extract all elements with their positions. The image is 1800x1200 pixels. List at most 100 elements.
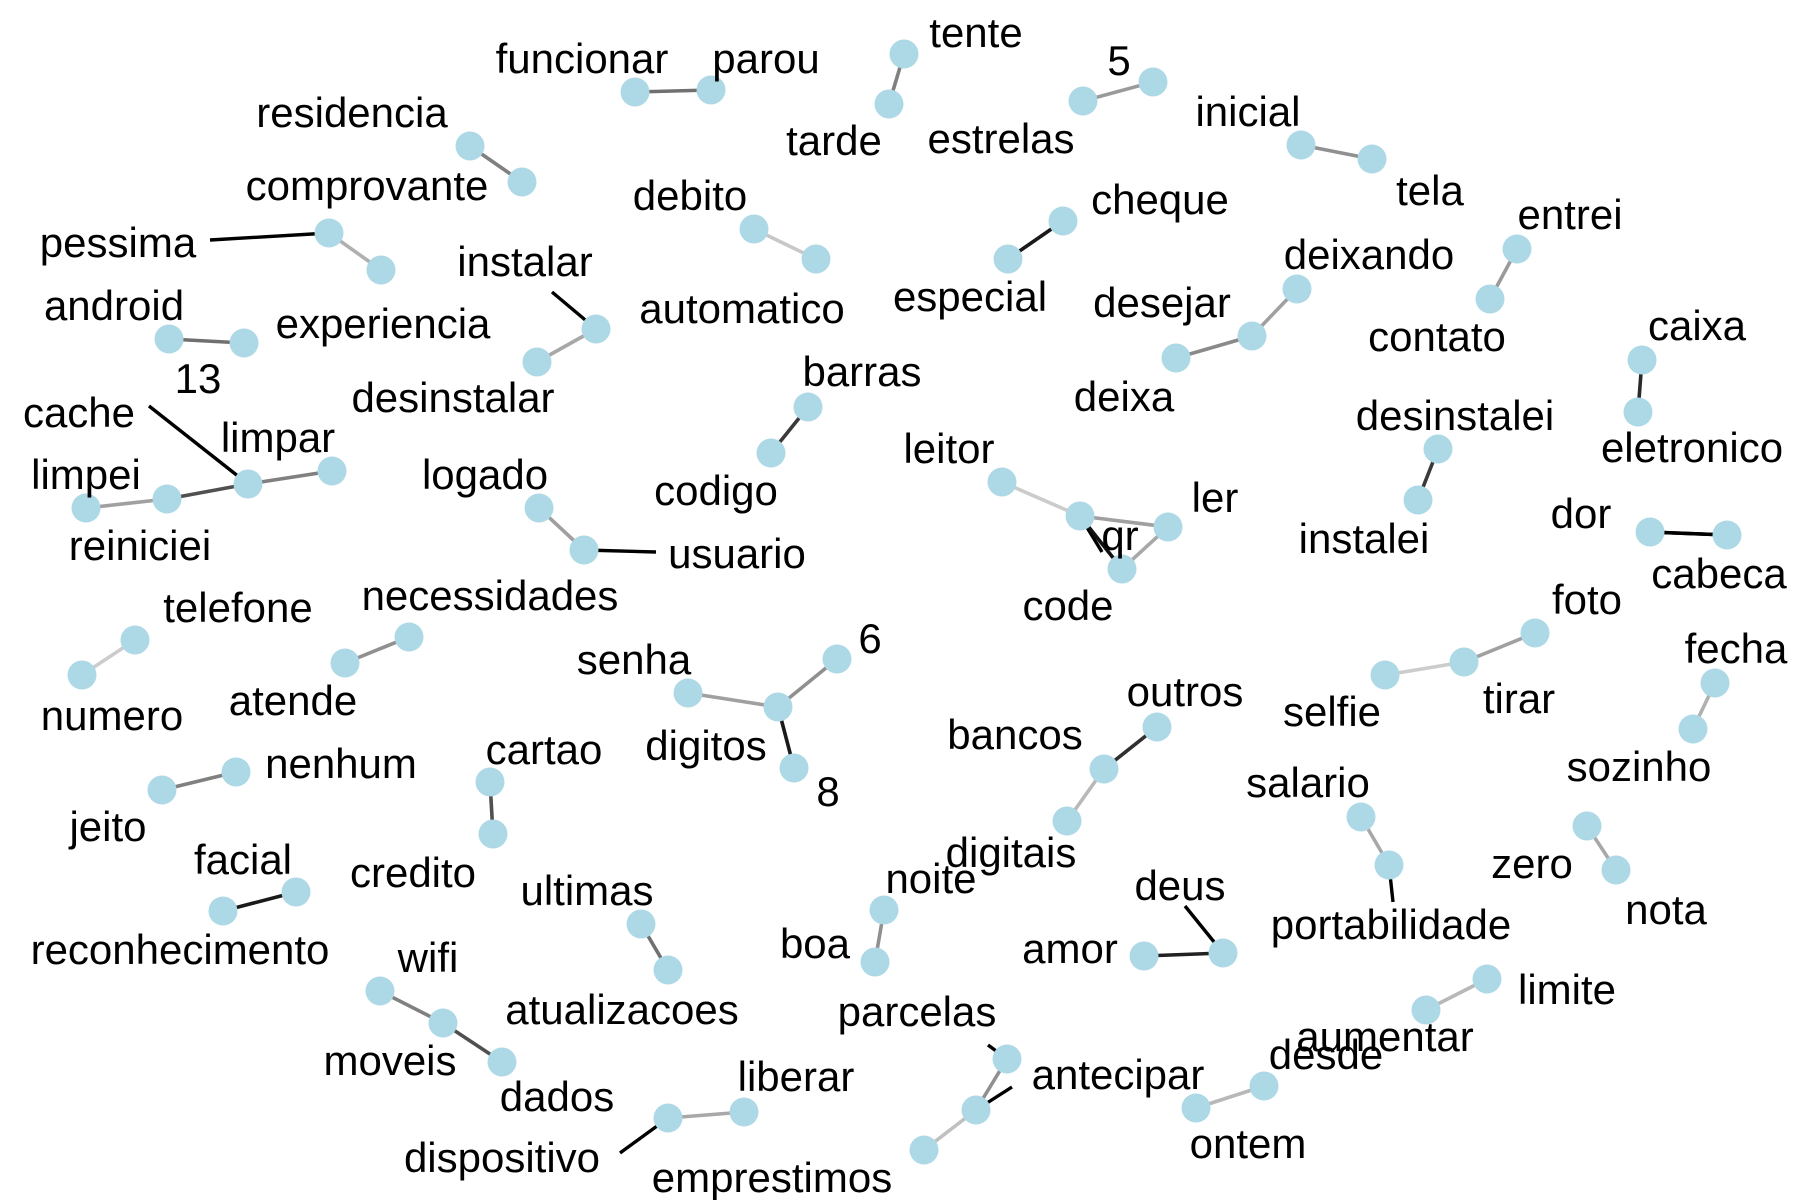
label-estrelas: estrelas: [927, 115, 1074, 162]
node-necessidades: [394, 622, 424, 652]
label-debito: debito: [633, 172, 747, 219]
label-8: 8: [816, 768, 839, 815]
label-comprovante: comprovante: [246, 162, 489, 209]
node-automatico: [801, 244, 831, 274]
label-contato: contato: [1368, 313, 1506, 360]
label-5: 5: [1107, 37, 1130, 84]
node-instalei: [1403, 485, 1433, 515]
node-fecha: [1700, 668, 1730, 698]
label-aumentar: aumentar: [1296, 1013, 1473, 1060]
node-desinstalar: [522, 347, 552, 377]
node-estrelas: [1068, 86, 1098, 116]
node-desejar: [1237, 321, 1267, 351]
label-antecipar: antecipar: [1032, 1051, 1205, 1098]
node-pessima: [314, 218, 344, 248]
node-desinstalei: [1423, 434, 1453, 464]
label-limpei: limpei: [31, 451, 141, 498]
node-noite: [869, 895, 899, 925]
label-liberar: liberar: [738, 1053, 855, 1100]
label-credito: credito: [350, 849, 476, 896]
label-emprestimos: emprestimos: [652, 1154, 892, 1200]
label-facial: facial: [194, 836, 292, 883]
label-boa: boa: [780, 920, 851, 967]
label-tente: tente: [929, 9, 1022, 56]
label-numero: numero: [41, 692, 183, 739]
label-nota: nota: [1625, 886, 1707, 933]
label-ontem: ontem: [1190, 1120, 1307, 1167]
edge-senha-digitos: [687, 691, 779, 709]
node-dados: [487, 1047, 517, 1077]
node-logado: [524, 493, 554, 523]
node-aumentar: [1411, 995, 1441, 1025]
node-atualizacoes: [653, 955, 683, 985]
label-nenhum: nenhum: [265, 740, 417, 787]
node-outros: [1142, 712, 1172, 742]
node-residencia: [455, 131, 485, 161]
node-bancos: [1089, 754, 1119, 784]
label-telefone: telefone: [163, 584, 312, 631]
node-digitais: [1052, 806, 1082, 836]
label-inicial: inicial: [1195, 88, 1300, 135]
node-ler: [1153, 512, 1183, 542]
label-wifi: wifi: [397, 934, 459, 981]
node-ultimas: [626, 909, 656, 939]
node-dispositivo: [653, 1103, 683, 1133]
node-caixa: [1627, 345, 1657, 375]
label-necessidades: necessidades: [362, 572, 619, 619]
node-atende: [330, 648, 360, 678]
node-limite: [1472, 964, 1502, 994]
node-tirar: [1449, 647, 1479, 677]
node-ontem: [1181, 1093, 1211, 1123]
label-eletronico: eletronico: [1601, 424, 1783, 471]
node-6: [822, 644, 852, 674]
label-leader-line: [209, 231, 330, 242]
node-tela: [1357, 144, 1387, 174]
label-desde: desde: [1269, 1031, 1383, 1078]
label-amor: amor: [1022, 925, 1118, 972]
node-barras: [793, 392, 823, 422]
node-experiencia: [366, 255, 396, 285]
node-comprovante: [507, 167, 537, 197]
label-usuario: usuario: [668, 530, 806, 577]
label-parcelas: parcelas: [838, 988, 997, 1035]
node-5: [1138, 67, 1168, 97]
node-deixa: [1161, 343, 1191, 373]
node-13: [229, 328, 259, 358]
node-salario: [1346, 802, 1376, 832]
label-instalar: instalar: [457, 238, 592, 285]
label-qr: qr: [1101, 512, 1138, 559]
node-sozinho: [1678, 714, 1708, 744]
label-salario: salario: [1246, 759, 1370, 806]
node-especial: [993, 244, 1023, 274]
node-cheque: [1048, 206, 1078, 236]
label-entrei: entrei: [1517, 191, 1622, 238]
label-13: 13: [175, 355, 222, 402]
label-zero: zero: [1491, 840, 1573, 887]
label-desejar: desejar: [1093, 279, 1231, 326]
node-entrei: [1502, 234, 1532, 264]
label-fecha: fecha: [1685, 625, 1788, 672]
node-liberar: [729, 1097, 759, 1127]
node-desde: [1249, 1071, 1279, 1101]
label-barras: barras: [802, 348, 921, 395]
node-credito: [478, 819, 508, 849]
node-funcionar: [620, 77, 650, 107]
node-amor: [1129, 941, 1159, 971]
node-facial: [281, 877, 311, 907]
node-android: [154, 324, 184, 354]
node-nota: [1601, 855, 1631, 885]
node-parcelas: [992, 1044, 1022, 1074]
node-emprestimos: [909, 1135, 939, 1165]
label-instalei: instalei: [1299, 515, 1430, 562]
label-desinstalar: desinstalar: [351, 374, 554, 421]
node-usuario: [569, 535, 599, 565]
label-moveis: moveis: [323, 1037, 456, 1084]
label-cabeca: cabeca: [1651, 550, 1787, 597]
label-jeito: jeito: [67, 803, 146, 850]
label-noite: noite: [885, 855, 976, 902]
label-portabilidade: portabilidade: [1271, 901, 1512, 948]
node-limpar: [317, 456, 347, 486]
node-numero: [67, 660, 97, 690]
label-foto: foto: [1552, 576, 1622, 623]
